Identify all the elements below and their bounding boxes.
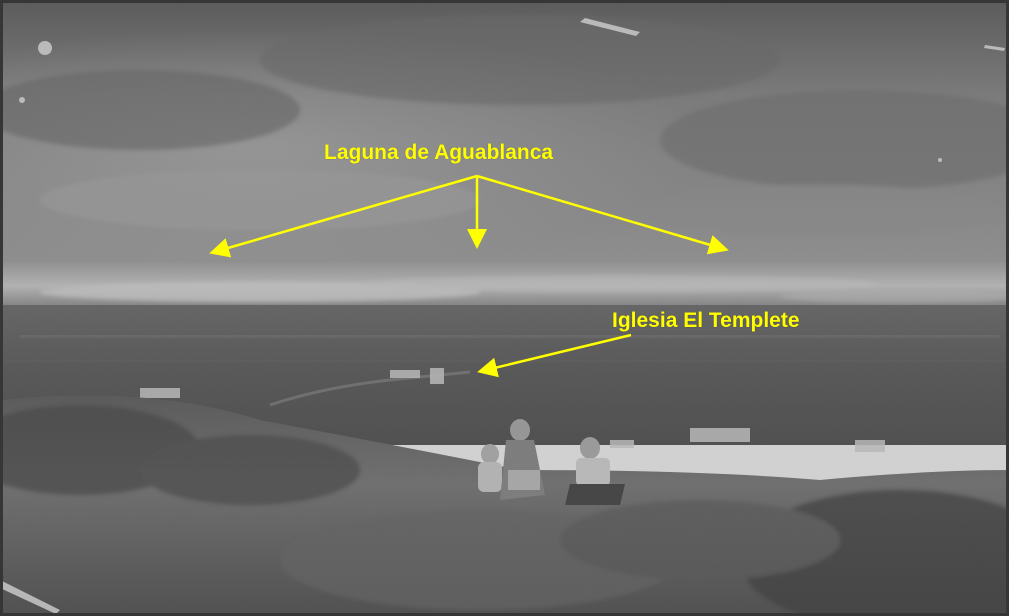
iglesia-label: Iglesia El Templete <box>612 309 800 332</box>
laguna-label: Laguna de Aguablanca <box>324 141 554 164</box>
